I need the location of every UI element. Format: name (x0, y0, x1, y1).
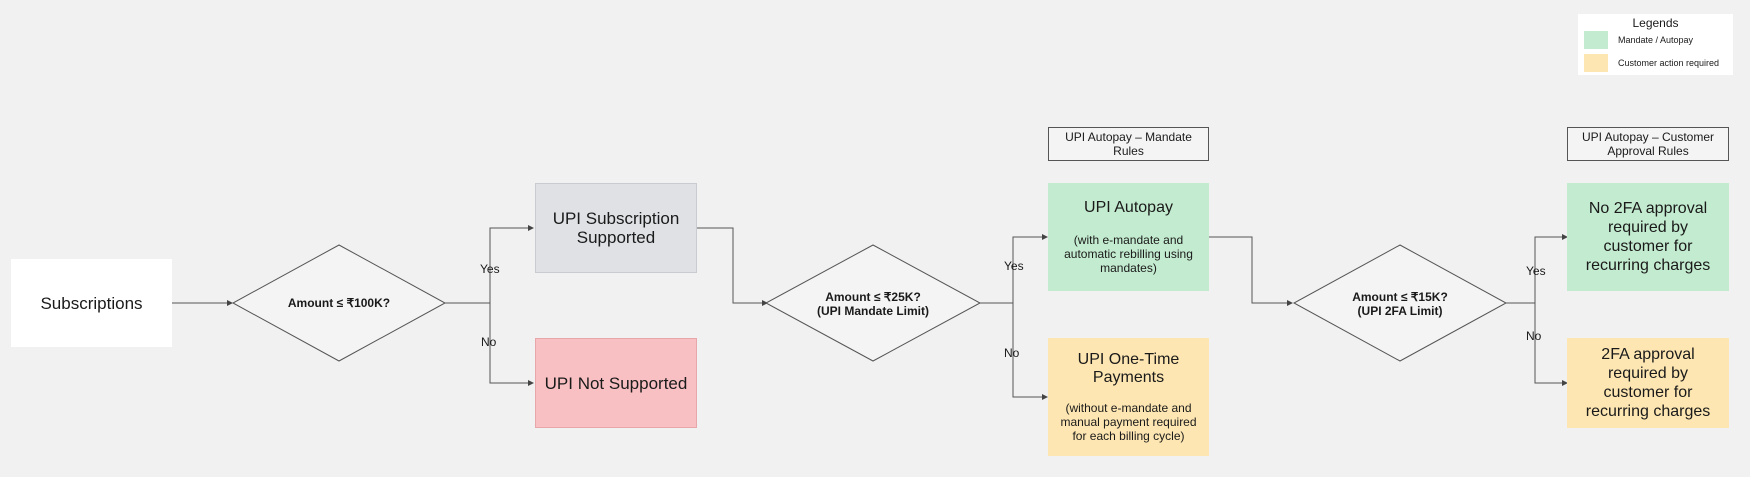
edge-d15-no (1534, 303, 1568, 386)
decision-15k-label: Amount ≤ ₹15K? (UPI 2FA Limit) (1352, 290, 1448, 318)
no-2fa-label: No 2FA approval required by customer for… (1585, 200, 1711, 274)
upi-subscription-supported-label: UPI Subscription Supported (552, 209, 680, 247)
upi-one-time-node[interactable]: UPI One-Time Payments (without e-mandate… (1048, 338, 1209, 456)
subscriptions-node[interactable]: Subscriptions (11, 259, 172, 347)
edge-subscription-to-d25 (697, 227, 768, 306)
legend-label-mandate: Mandate / Autopay (1618, 35, 1694, 45)
approval-rules-note: UPI Autopay – Customer Approval Rules (1567, 127, 1729, 161)
edge-label-yes-25k: Yes (1004, 259, 1024, 273)
yes-2fa-node[interactable]: 2FA approval required by customer for re… (1567, 338, 1729, 428)
upi-one-time-title: UPI One-Time Payments (1077, 351, 1180, 386)
decision-100k-label: Amount ≤ ₹100K? (287, 296, 391, 310)
no-2fa-node[interactable]: No 2FA approval required by customer for… (1567, 183, 1729, 291)
edge-label-no-15k: No (1526, 329, 1542, 343)
decision-100k-shape (231, 244, 447, 362)
edge-label-yes-100k: Yes (480, 262, 500, 276)
upi-one-time-desc: (without e-mandate and manual payment re… (1060, 401, 1197, 443)
edge-d15-yes (1506, 234, 1568, 304)
legend-title: Legends (1632, 16, 1679, 30)
edge-d100-yes (445, 225, 534, 304)
upi-not-supported-label: UPI Not Supported (544, 373, 688, 393)
edge-d100-no (489, 303, 534, 386)
upi-autopay-node[interactable]: UPI Autopay (with e-mandate and automati… (1048, 183, 1209, 291)
upi-autopay-desc: (with e-mandate and automatic rebilling … (1064, 233, 1193, 275)
edge-d25-yes (980, 234, 1048, 304)
legend: Legends Mandate / Autopay Customer actio… (1578, 14, 1733, 75)
edge-label-no-25k: No (1004, 346, 1020, 360)
edge-autopay-to-d15 (1209, 236, 1293, 306)
mandate-rules-note: UPI Autopay – Mandate Rules (1048, 127, 1209, 161)
decision-25k-shape (764, 244, 982, 362)
yes-2fa-label: 2FA approval required by customer for re… (1585, 346, 1711, 420)
legend-label-customer-action: Customer action required (1618, 58, 1720, 68)
upi-autopay-title: UPI Autopay (1084, 199, 1173, 216)
edge-label-no-100k: No (481, 335, 497, 349)
upi-not-supported-node[interactable]: UPI Not Supported (535, 338, 697, 428)
legend-swatch-mandate (1584, 31, 1608, 49)
edge-d25-no (1012, 303, 1048, 400)
decision-15k-shape (1292, 244, 1508, 362)
upi-subscription-supported-node[interactable]: UPI Subscription Supported (535, 183, 697, 273)
legend-swatch-customer-action (1584, 54, 1608, 72)
edge-label-yes-15k: Yes (1526, 264, 1546, 278)
decision-25k-label: Amount ≤ ₹25K? (UPI Mandate Limit) (816, 290, 929, 318)
subscriptions-label: Subscriptions (40, 293, 143, 313)
